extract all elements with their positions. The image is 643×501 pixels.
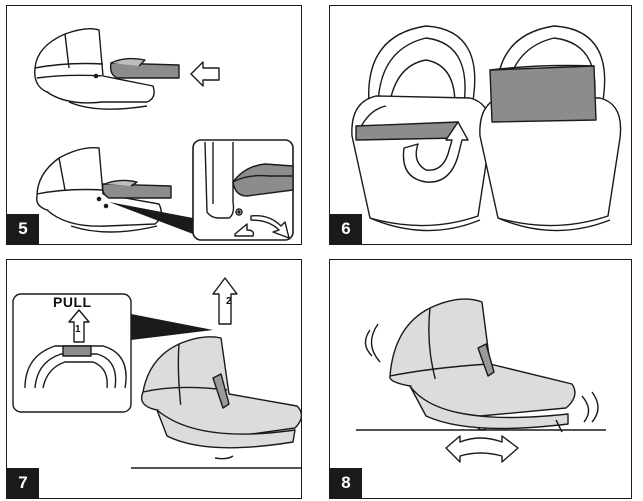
step-7-illustration	[12, 277, 301, 469]
pull-label: PULL	[53, 294, 92, 310]
step-5-panel: 5	[6, 5, 302, 245]
step-6-illustration	[351, 25, 622, 232]
step-8-illustration	[356, 298, 606, 463]
step-number-badge: 8	[330, 468, 362, 498]
step-7-panel: PULL 1 2 7	[6, 259, 302, 499]
arrow-2-label: 2	[226, 296, 232, 307]
step-number-badge: 7	[7, 468, 39, 498]
arrow-1-label: 1	[75, 324, 81, 335]
step-5-illustration	[34, 27, 294, 241]
step-8-panel: 8	[329, 259, 632, 499]
step-number-badge: 6	[330, 214, 362, 244]
step-6-panel: 6	[329, 5, 632, 245]
step-number-badge: 5	[7, 214, 39, 244]
